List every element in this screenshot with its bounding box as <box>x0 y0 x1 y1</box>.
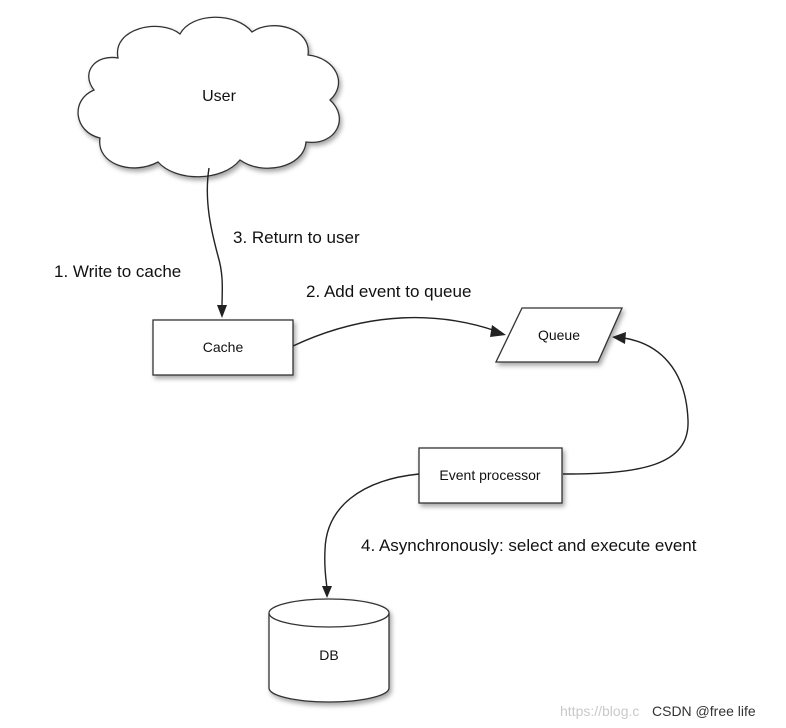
user-cloud: User <box>77 16 340 178</box>
edge-label-write-to-cache: 1. Write to cache <box>54 262 181 281</box>
watermark-credit: CSDN @free life <box>652 703 756 719</box>
queue-label: Queue <box>538 327 580 343</box>
edge-user-to-cache <box>206 167 227 318</box>
edge-label-add-event-to-queue: 2. Add event to queue <box>306 282 471 301</box>
db-label: DB <box>319 647 338 663</box>
cache-label: Cache <box>203 339 244 355</box>
event-processor-label: Event processor <box>439 467 540 483</box>
edge-event-processor-to-queue <box>562 332 689 475</box>
cache-node: Cache <box>152 319 294 376</box>
event-processor-node: Event processor <box>418 447 563 504</box>
queue-node: Queue <box>494 307 624 363</box>
edge-event-processor-to-db <box>322 473 420 598</box>
watermark-blog-url: https://blog.c <box>560 703 639 719</box>
edge-cache-to-queue <box>292 316 506 347</box>
edge-label-return-to-user: 3. Return to user <box>233 228 360 247</box>
db-node: DB <box>268 598 390 703</box>
edge-label-async-select-execute: 4. Asynchronously: select and execute ev… <box>361 536 697 555</box>
user-label: User <box>202 88 236 105</box>
